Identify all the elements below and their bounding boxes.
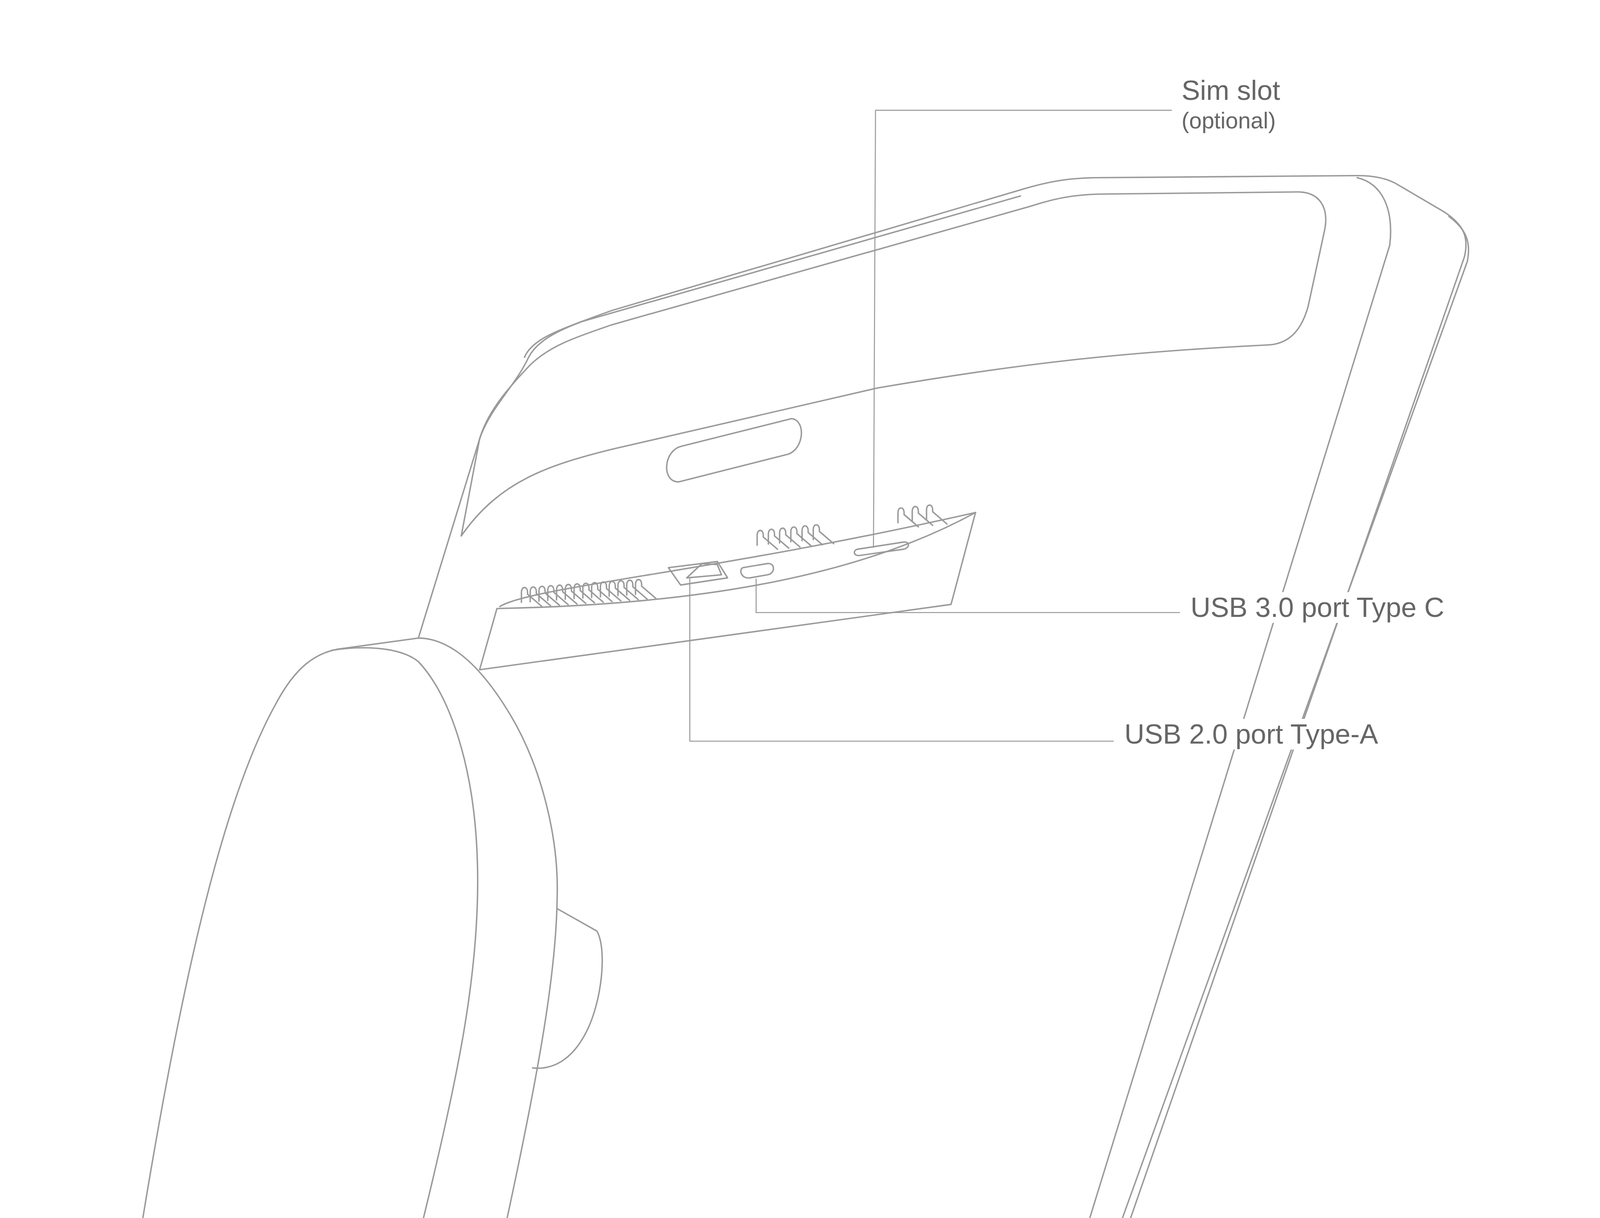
leader-line <box>756 578 1180 613</box>
back-recess <box>461 191 1326 536</box>
leader-line <box>873 110 1172 547</box>
body-outline <box>479 175 1467 1218</box>
body-edge <box>1089 177 1391 1218</box>
body-edge <box>418 438 480 639</box>
port-panel-lip <box>499 512 976 607</box>
handle-slot <box>666 418 802 482</box>
stand-knob <box>532 908 603 1069</box>
usb-c-port <box>740 563 774 578</box>
vent-slot <box>635 579 657 599</box>
vents <box>521 505 947 607</box>
body-edge <box>1122 216 1469 1218</box>
vent-slot <box>926 505 947 524</box>
callout-label: (optional) <box>1177 108 1281 134</box>
callout-label: Sim slot <box>1177 75 1285 106</box>
usb-a-port <box>668 561 728 585</box>
stand-edge <box>331 647 478 1218</box>
sim-slot <box>854 542 909 556</box>
callout-label: USB 3.0 port Type C <box>1186 592 1449 623</box>
vent-slot <box>813 524 834 544</box>
usb-a-port <box>686 563 722 578</box>
stand <box>142 638 558 1218</box>
port-panel <box>479 512 976 670</box>
vent-slot <box>912 506 933 526</box>
leader-line <box>689 578 1114 742</box>
vent-slot <box>626 580 648 599</box>
body-edge <box>524 195 1021 358</box>
vent-slot <box>897 508 919 527</box>
callout-label: USB 2.0 port Type-A <box>1120 718 1383 750</box>
